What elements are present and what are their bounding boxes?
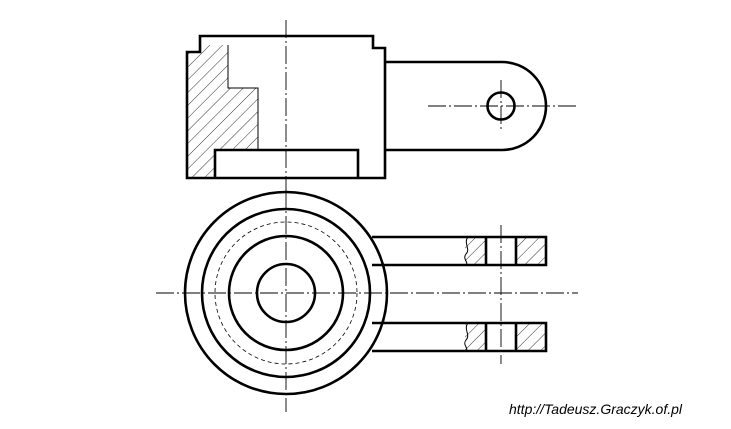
front-bore-seat [213, 148, 360, 178]
top-view [156, 190, 578, 412]
front-section-profile [227, 45, 259, 150]
front-body-outline [185, 34, 387, 180]
top-lower-arm-hatch-right [516, 323, 546, 351]
front-section-hatch [188, 45, 258, 178]
top-upper-arm-hatch-right [516, 237, 546, 265]
watermark-url: http://Tadeusz.Graczyk.of.pl [509, 401, 683, 417]
top-lower-arm-hatch-left [465, 323, 486, 351]
top-upper-arm-hatch-left [465, 237, 486, 265]
top-upper-break-line [464, 236, 469, 266]
front-view [185, 20, 578, 192]
top-hidden-circle [214, 221, 358, 365]
top-lower-break-line [464, 322, 469, 352]
